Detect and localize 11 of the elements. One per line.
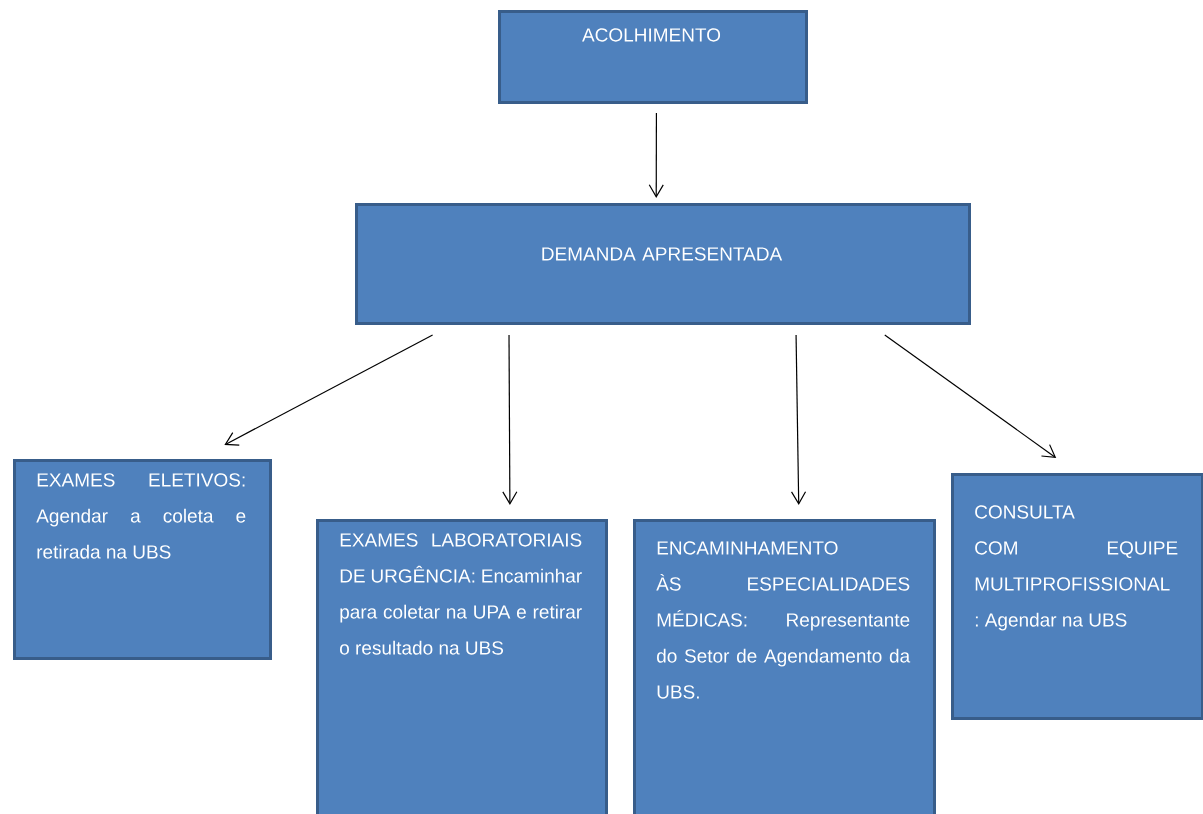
process-box: EXAMES ELETIVOS: Agendar a coleta e retirada na UBS [13,459,272,660]
process-box: CONSULTA COM EQUIPE MULTIPROFISSIONAL : Agendar na UBS [951,473,1203,720]
arrow [502,334,518,505]
arrow [648,112,664,198]
process-box: EXAMES LABORATORIAIS DE URGÊNCIA: Encaminhar para coletar na UPA e retirar o resultado na UBS [316,519,608,814]
process-box: DEMANDA APRESENTADA [355,203,971,325]
process-box: ACOLHIMENTO [498,10,808,104]
process-box: ENCAMINHAMENTO ÀS ESPECIALIDADES MÉDICAS: Representante do Setor de Agendamento da UBS. [633,519,936,814]
arrow [790,334,807,505]
arrow [224,334,434,446]
arrow [884,334,1057,458]
